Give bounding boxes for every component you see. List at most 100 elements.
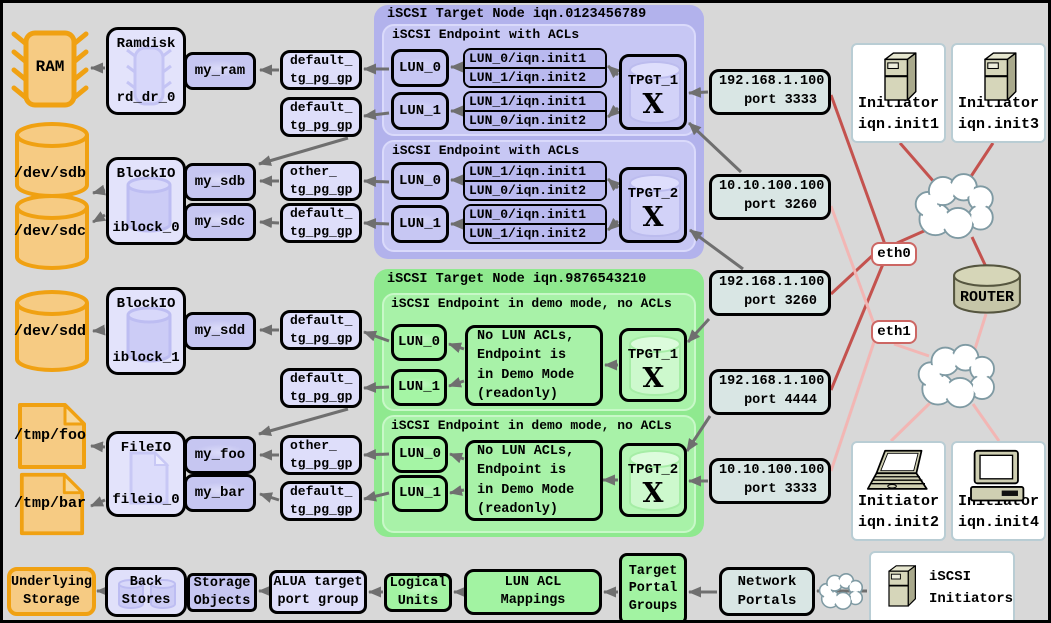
eth1-text: eth1 [877, 324, 911, 340]
legend-line: Mappings [500, 593, 566, 608]
legend-line: LUN ACL [504, 575, 562, 591]
portal-ip: 192.168.1.100 [719, 275, 825, 291]
legend-cloud-icon [818, 573, 864, 610]
alua-line: tg_pg_gp [290, 224, 353, 239]
alua-line: tg_pg_gp [290, 118, 353, 133]
tpgt-label: TPGT_2 [627, 462, 679, 478]
portal-192-168-1-100-4444: 192.168.1.100 port 4444 [709, 369, 831, 415]
alua-group-4: default_tg_pg_gp [280, 203, 362, 243]
backstore-type: BlockIO [116, 296, 176, 312]
acl-entry: LUN_0/iqn.init2 [465, 180, 605, 199]
legend-line: Storage [23, 592, 80, 608]
initiator-iqn-init4: Initiator iqn.init4 [951, 441, 1046, 541]
laptop-icon [866, 449, 928, 490]
ram-label: RAM [35, 58, 65, 76]
storage-object-my-sdd: my_sdd [184, 312, 256, 350]
tpgt1-target2: TPGT_1 X [619, 328, 687, 402]
tpgt-crossbar-glyph: X [642, 363, 664, 394]
alua-line: tg_pg_gp [290, 331, 353, 346]
lun0-endpoint-1: LUN_0 [391, 49, 449, 87]
alua-line: tg_pg_gp [290, 456, 353, 471]
initiator-title: Initiator [857, 492, 939, 510]
network-cloud-2-icon [917, 343, 995, 409]
cylinders-watermark-icon [118, 579, 176, 609]
legend-line: Objects [193, 593, 251, 609]
legend-line: Logical [389, 575, 447, 591]
alua-line: other_ [290, 438, 337, 454]
note-line: (readonly) [477, 501, 559, 517]
eth0-text: eth0 [877, 246, 911, 262]
legend-lun-acl-mappings: LUN ACL Mappings [464, 569, 602, 615]
chip-watermark-icon [126, 46, 172, 106]
backstore-type: FileIO [120, 440, 172, 456]
alua-line: default_ [290, 100, 353, 116]
note-line: No LUN ACLs, [477, 329, 575, 345]
backstore-fileio: FileIO fileio_0 [106, 431, 186, 517]
note-line: No LUN ACLs, [477, 444, 575, 460]
acl-mapping-ep2-lun1: LUN_0/iqn.init1 LUN_1/iqn.init2 [463, 204, 607, 244]
portal-10-10-100-100-3333: 10.10.100.100 port 3333 [709, 458, 831, 504]
tpgt-crossbar-glyph: X [642, 89, 664, 120]
acl-entry: LUN_0/iqn.init1 [465, 50, 605, 69]
dev-sdb-label: /dev/sdb [13, 165, 86, 182]
portal-port: port 4444 [744, 393, 817, 408]
endpoint-3-title: iSCSI Endpoint in demo mode, no ACLs [391, 296, 672, 311]
storage-object-label: my_sdc [194, 213, 246, 230]
demo-mode-note-ep3: No LUN ACLs, Endpoint is in Demo Mode (r… [465, 325, 603, 406]
server-icon [883, 52, 916, 101]
endpoint-2-title: iSCSI Endpoint with ACLs [392, 143, 580, 158]
target-node-1-title: iSCSI Target Node iqn.0123456789 [387, 7, 647, 22]
file-foo-icon [18, 403, 86, 469]
portal-10-10-100-100-3260: 10.10.100.100 port 3260 [709, 174, 831, 220]
file-watermark-icon [129, 450, 170, 505]
backstore-type: Ramdisk [116, 36, 176, 52]
server-icon [888, 565, 916, 607]
endpoint-4-title: iSCSI Endpoint in demo mode, no ACLs [391, 418, 672, 433]
storage-object-label: my_sdd [194, 322, 246, 339]
portal-ip: 192.168.1.100 [719, 374, 825, 390]
portal-port: port 3260 [744, 198, 817, 213]
lun-label: LUN_0 [397, 334, 440, 351]
backstore-name: rd_dr_0 [116, 89, 176, 106]
alua-line: default_ [290, 313, 353, 329]
lun0-endpoint-3: LUN_0 [391, 324, 447, 361]
tmp-foo-label: /tmp/foo [13, 427, 86, 444]
tpgt1-target1: TPGT_1 X [619, 54, 687, 130]
storage-object-label: my_bar [194, 484, 246, 501]
lun1-endpoint-4: LUN_1 [392, 475, 448, 512]
legend-underlying-storage: Underlying Storage [7, 567, 96, 616]
tpgt-crossbar-glyph: X [642, 202, 664, 233]
lun-label: LUN_0 [398, 172, 441, 189]
legend-line: Groups [628, 598, 678, 614]
portal-192-168-1-100-3260: 192.168.1.100 port 3260 [709, 270, 831, 316]
cylinder-watermark-icon [126, 176, 172, 233]
storage-object-my-foo: my_foo [184, 436, 256, 474]
legend-storage-objects: Storage Objects [187, 573, 257, 612]
storage-object-label: my_sdb [194, 173, 246, 190]
note-line: in Demo Mode [477, 482, 575, 498]
legend-line: Target [628, 563, 678, 579]
eth1-interface-label: eth1 [871, 320, 917, 344]
alua-line: default_ [290, 484, 353, 500]
alua-group-2: default_ tg_pg_gp [280, 97, 362, 137]
initiator-iqn-init3: Initiator iqn.init3 [951, 43, 1046, 143]
note-line: (readonly) [477, 386, 559, 402]
alua-line: default_ [290, 371, 353, 387]
tpgt2-target1: TPGT_2 X [619, 167, 687, 243]
backstore-blockio-0: BlockIO iblock_0 [106, 157, 186, 245]
legend-line: Stores [121, 593, 171, 608]
disk-sdb-sdc-icon [15, 122, 89, 270]
lun-label: LUN_0 [398, 446, 441, 463]
lun-label: LUN_1 [398, 215, 441, 232]
acl-entry: LUN_1/iqn.init2 [465, 223, 605, 242]
initiator-title: Initiator [957, 94, 1039, 112]
initiator-iqn: iqn.init3 [957, 116, 1039, 134]
lun-label: LUN_1 [398, 102, 441, 119]
router-icon [953, 264, 1021, 314]
tpgt-cylinder-icon [629, 450, 681, 511]
legend-line: Underlying [11, 574, 93, 590]
alua-group-8: default_tg_pg_gp [280, 481, 362, 521]
note-line: in Demo Mode [477, 367, 575, 383]
backstore-type: BlockIO [116, 166, 176, 182]
